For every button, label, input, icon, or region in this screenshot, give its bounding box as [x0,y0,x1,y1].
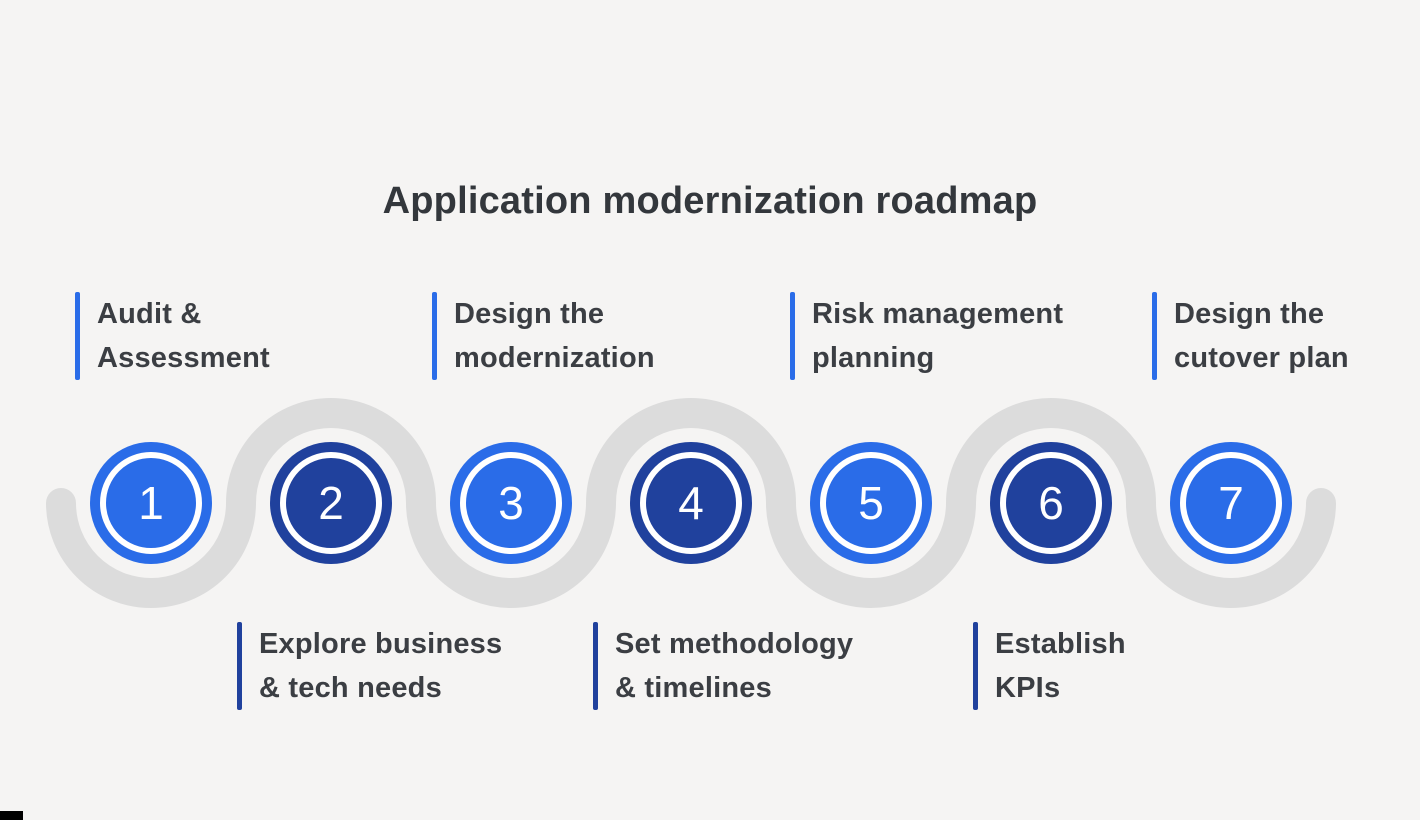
label-design-modernization: Design the modernization [432,292,655,380]
label-accent-bar [432,292,437,380]
step-circle-core: 6 [1000,452,1102,554]
label-line: & timelines [615,672,772,704]
label-line: Design the [454,298,605,330]
label-line: Explore business [259,628,503,660]
step-circle-7: 7 [1170,442,1292,564]
step-circle-core: 7 [1180,452,1282,554]
label-text: Set methodology & timelines [615,622,853,710]
label-accent-bar [973,622,978,710]
label-line: Set methodology [615,628,854,660]
label-line: Establish [995,628,1126,660]
step-circle-3: 3 [450,442,572,564]
label-accent-bar [790,292,795,380]
label-audit-assessment: Audit & Assessment [75,292,270,380]
label-text: Explore business & tech needs [259,622,502,710]
step-circle-2: 2 [270,442,392,564]
label-line: Audit & [97,298,202,330]
label-accent-bar [1152,292,1157,380]
label-text: Design the modernization [454,292,655,380]
label-risk-management: Risk management planning [790,292,1063,380]
step-number: 1 [138,477,164,529]
label-text: Audit & Assessment [97,292,270,380]
step-circle-core: 2 [280,452,382,554]
step-number: 6 [1038,477,1064,529]
label-cutover-plan: Design the cutover plan [1152,292,1349,380]
label-line: cutover plan [1174,342,1349,374]
step-number: 3 [498,477,524,529]
step-number: 2 [318,477,344,529]
step-number: 4 [678,477,704,529]
label-line: Assessment [97,342,270,374]
step-circle-core: 4 [640,452,742,554]
step-number: 7 [1218,477,1244,529]
label-set-methodology: Set methodology & timelines [593,622,853,710]
label-line: & tech needs [259,672,442,704]
step-circle-1: 1 [90,442,212,564]
label-text: Establish KPIs [995,622,1126,710]
label-line: modernization [454,342,655,374]
step-circle-6: 6 [990,442,1112,564]
label-line: planning [812,342,935,374]
label-line: KPIs [995,672,1061,704]
track-path [46,398,1336,608]
step-circle-5: 5 [810,442,932,564]
label-text: Risk management planning [812,292,1063,380]
page-title: Application modernization roadmap [382,180,1038,222]
step-circle-4: 4 [630,442,752,564]
label-text: Design the cutover plan [1174,292,1349,380]
label-accent-bar [75,292,80,380]
label-explore-business: Explore business & tech needs [237,622,502,710]
label-line: Design the [1174,298,1325,330]
step-circle-core: 3 [460,452,562,554]
step-circle-core: 5 [820,452,922,554]
label-accent-bar [237,622,242,710]
label-accent-bar [593,622,598,710]
label-line: Risk management [812,298,1064,330]
corner-mark [0,811,23,820]
step-circle-core: 1 [100,452,202,554]
step-number: 5 [858,477,884,529]
label-establish-kpis: Establish KPIs [973,622,1126,710]
